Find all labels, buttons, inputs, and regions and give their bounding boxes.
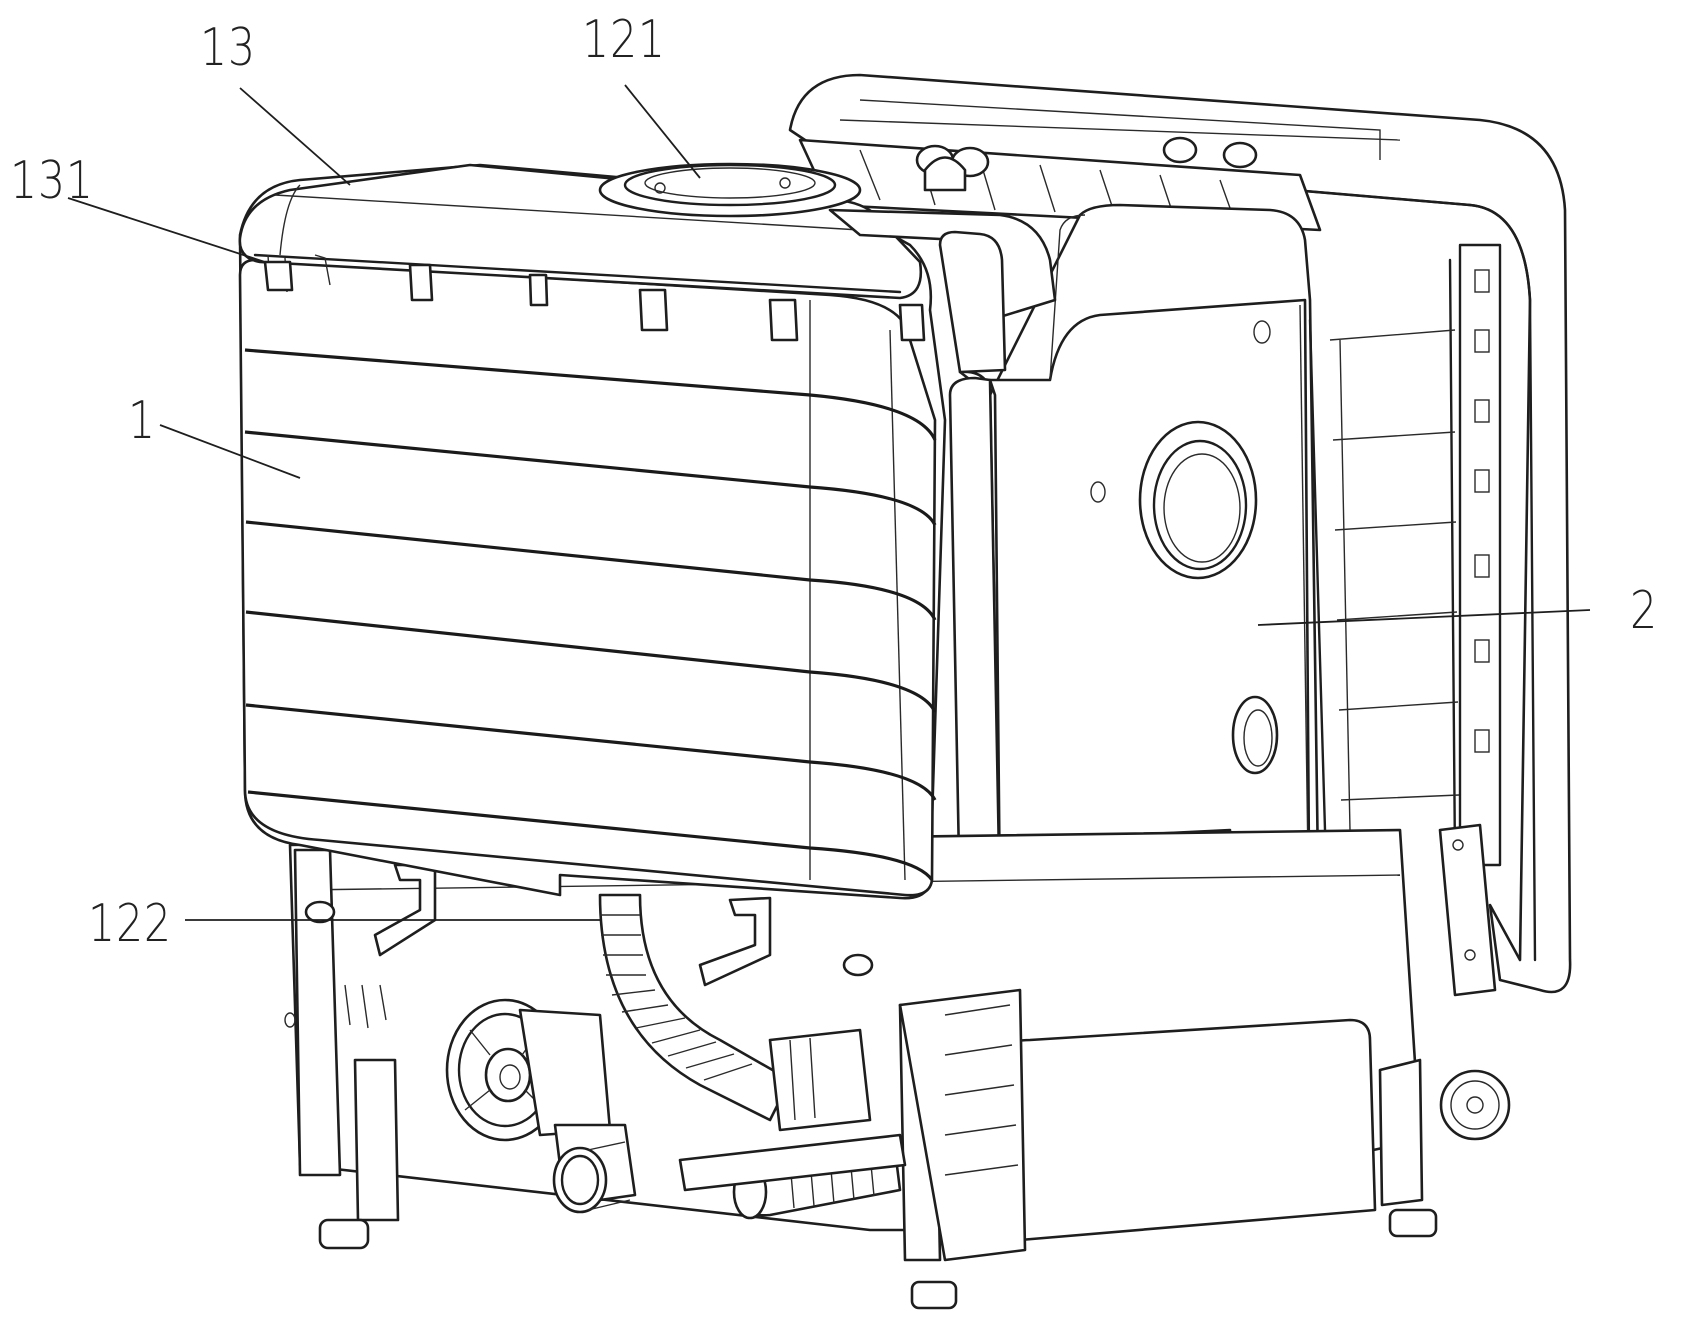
label-131: 131	[10, 151, 94, 211]
leader-121	[624, 84, 701, 179]
label-122: 122	[88, 894, 172, 954]
label-1: 1	[128, 391, 156, 451]
leader-1	[159, 424, 301, 479]
label-2: 2	[1630, 581, 1658, 641]
leader-13	[239, 87, 351, 186]
leader-lines	[67, 84, 1591, 921]
label-121: 121	[582, 10, 666, 70]
label-13: 13	[200, 18, 256, 78]
part-13-lid	[238, 162, 1057, 374]
part-1-tank	[238, 163, 947, 900]
leader-131	[67, 197, 266, 263]
pump-and-hoses	[445, 893, 907, 1220]
leader-2	[1257, 609, 1591, 626]
